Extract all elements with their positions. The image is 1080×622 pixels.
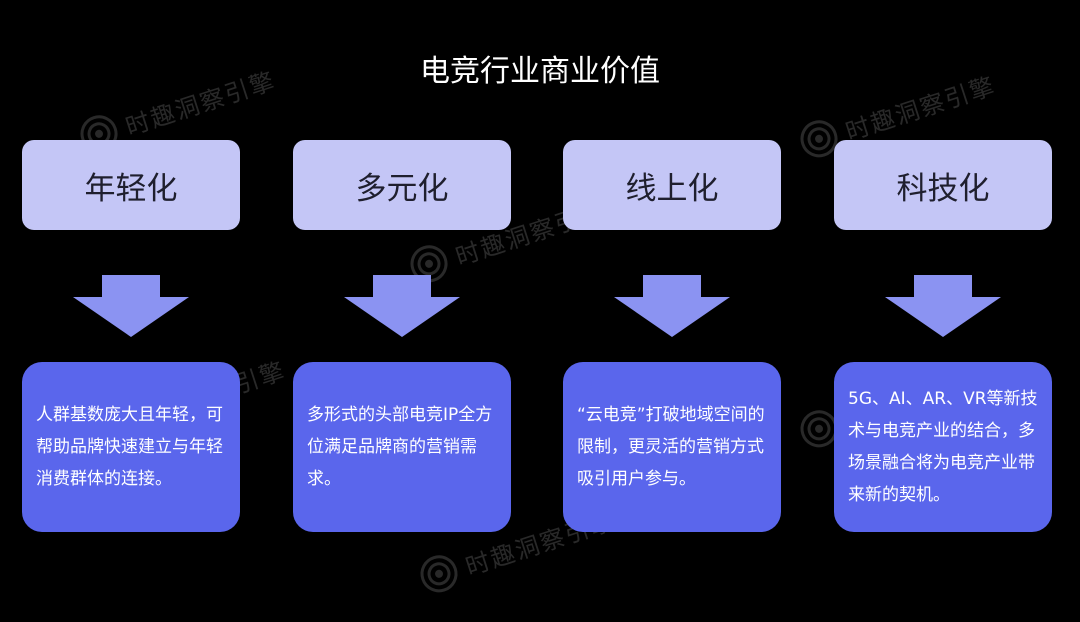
column-description: 多形式的头部电竞IP全方位满足品牌商的营销需求。 <box>307 405 493 489</box>
watermark: 时趣洞察引擎 <box>404 188 610 289</box>
column-heading: 多元化 <box>355 170 449 207</box>
value-column-technology: 科技化 5G、AI、AR、VR等新技术与电竞产业的结合，多场景融合将为电竞产业带… <box>834 0 1052 622</box>
watermark: 时趣洞察引擎 <box>794 63 1000 164</box>
column-heading: 线上化 <box>625 170 719 207</box>
down-arrow-icon <box>73 275 189 337</box>
down-arrow-icon <box>614 275 730 337</box>
column-description-box: 5G、AI、AR、VR等新技术与电竞产业的结合，多场景融合将为电竞产业带来新的契… <box>834 362 1052 532</box>
column-heading-box: 线上化 <box>563 140 781 230</box>
column-heading-box: 年轻化 <box>22 140 240 230</box>
column-description: 人群基数庞大且年轻，可帮助品牌快速建立与年轻消费群体的连接。 <box>36 405 223 489</box>
column-heading-box: 多元化 <box>293 140 511 230</box>
watermark-logo-icon <box>800 120 838 158</box>
column-description-box: 人群基数庞大且年轻，可帮助品牌快速建立与年轻消费群体的连接。 <box>22 362 240 532</box>
column-heading: 科技化 <box>896 170 990 207</box>
value-column-diversity: 多元化 多形式的头部电竞IP全方位满足品牌商的营销需求。 <box>293 0 511 622</box>
watermark-logo-icon <box>410 245 448 283</box>
column-heading: 年轻化 <box>84 170 178 207</box>
down-arrow-icon <box>885 275 1001 337</box>
watermark-logo-icon <box>420 555 458 593</box>
column-description: “云电竞”打破地域空间的限制，更灵活的营销方式吸引用户参与。 <box>577 405 765 489</box>
column-description-box: 多形式的头部电竞IP全方位满足品牌商的营销需求。 <box>293 362 511 532</box>
value-column-youth: 年轻化 人群基数庞大且年轻，可帮助品牌快速建立与年轻消费群体的连接。 <box>22 0 240 622</box>
down-arrow-icon <box>344 275 460 337</box>
column-description: 5G、AI、AR、VR等新技术与电竞产业的结合，多场景融合将为电竞产业带来新的契… <box>848 389 1038 505</box>
watermark: 时趣洞察引擎 <box>414 498 620 599</box>
value-column-online: 线上化 “云电竞”打破地域空间的限制，更灵活的营销方式吸引用户参与。 <box>563 0 781 622</box>
page-title: 电竞行业商业价值 <box>420 54 660 89</box>
column-heading-box: 科技化 <box>834 140 1052 230</box>
column-description-box: “云电竞”打破地域空间的限制，更灵活的营销方式吸引用户参与。 <box>563 362 781 532</box>
